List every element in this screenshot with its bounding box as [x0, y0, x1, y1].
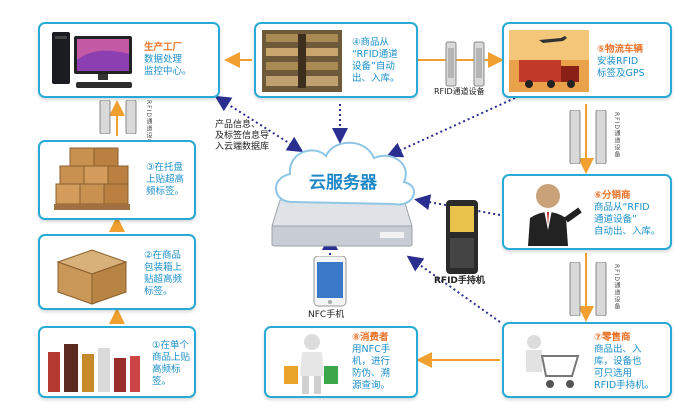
rfid-channel-label: RFID通道设备: [434, 87, 485, 96]
cloud-label: 云服务器: [309, 173, 377, 193]
node-consumer: ⑧消费者 用NFC手 机，进行 防伪、溯 源查询。: [264, 326, 418, 398]
warehouse-shelves-icon: [262, 30, 342, 92]
truck-plane-icon: [509, 30, 589, 92]
vertical-rfid-label-right-bottom: RFID通道设备: [613, 264, 620, 311]
product-text: ①在单个 商品上贴 高频标签。: [152, 340, 191, 387]
package-text: ②在商品 包装箱上 贴超高频 标签。: [144, 250, 183, 297]
boxes-pallet-icon: [54, 147, 130, 210]
rfid-handheld-icon: [446, 200, 478, 274]
data-link-factory-cloud: [214, 95, 304, 153]
cardboard-box-icon: [56, 249, 128, 305]
distributor-text: ⑥分销商 商品从“RFID 通道设备” 自动出、入库。: [594, 190, 661, 237]
node-logistics: ⑤物流车辆 安装RFID 标签及GPS: [502, 22, 672, 98]
node-pallet: ③在托盘 上贴超高 频标签。: [38, 140, 196, 220]
consumer-text: ⑧消费者 用NFC手 机，进行 防伪、溯 源查询。: [352, 332, 391, 391]
vertical-rfid-label-right-top: RFID通道设备: [613, 112, 620, 159]
nfc-phone-icon: [313, 256, 347, 307]
nfc-phone-label: NFC手机: [308, 310, 345, 320]
shopper-icon: [284, 334, 338, 394]
rfid-handheld-label: RFID手持机: [434, 276, 485, 286]
logistics-text: ⑤物流车辆 安装RFID 标签及GPS: [597, 44, 645, 79]
product-info-label: 产品信息、 及标签信息导 入云端数据库: [215, 120, 270, 152]
rfid-gate-right-bottom-icon: [569, 262, 607, 316]
rfid-gate-right-top-icon: [569, 110, 607, 164]
warehouse-text: ④商品从 “RFID通道 设备”自动 出、入库。: [352, 37, 400, 84]
shopping-cart-icon: [526, 335, 580, 388]
node-package: ②在商品 包装箱上 贴超高频 标签。: [38, 234, 196, 310]
data-link-retailer-cloud: [406, 255, 501, 323]
computer-icon: [52, 32, 132, 88]
retailer-text: ⑦零售商 商品出、入 库，设备也 可只选用 RFID手持机。: [594, 332, 655, 391]
factory-text: 生产工厂 数据处理 监控中心。: [144, 42, 192, 77]
cloud-server-icon: [271, 141, 416, 247]
pallet-text: ③在托盘 上贴超高 频标签。: [146, 162, 185, 197]
rfid-gate-icon: [445, 41, 485, 87]
bottles-icon: [48, 344, 140, 392]
vertical-rfid-label-left: RFID通道设备: [145, 100, 152, 147]
node-product: ①在单个 商品上贴 高频标签。: [38, 326, 196, 398]
node-distributor: ⑥分销商 商品从“RFID 通道设备” 自动出、入库。: [502, 174, 672, 250]
businessman-icon: [528, 184, 582, 246]
node-retailer: ⑦零售商 商品出、入 库，设备也 可只选用 RFID手持机。: [502, 322, 672, 398]
rfid-gate-left-icon: [99, 100, 137, 134]
node-warehouse: ④商品从 “RFID通道 设备”自动 出、入库。: [254, 22, 418, 98]
node-factory: 生产工厂 数据处理 监控中心。: [38, 22, 220, 98]
